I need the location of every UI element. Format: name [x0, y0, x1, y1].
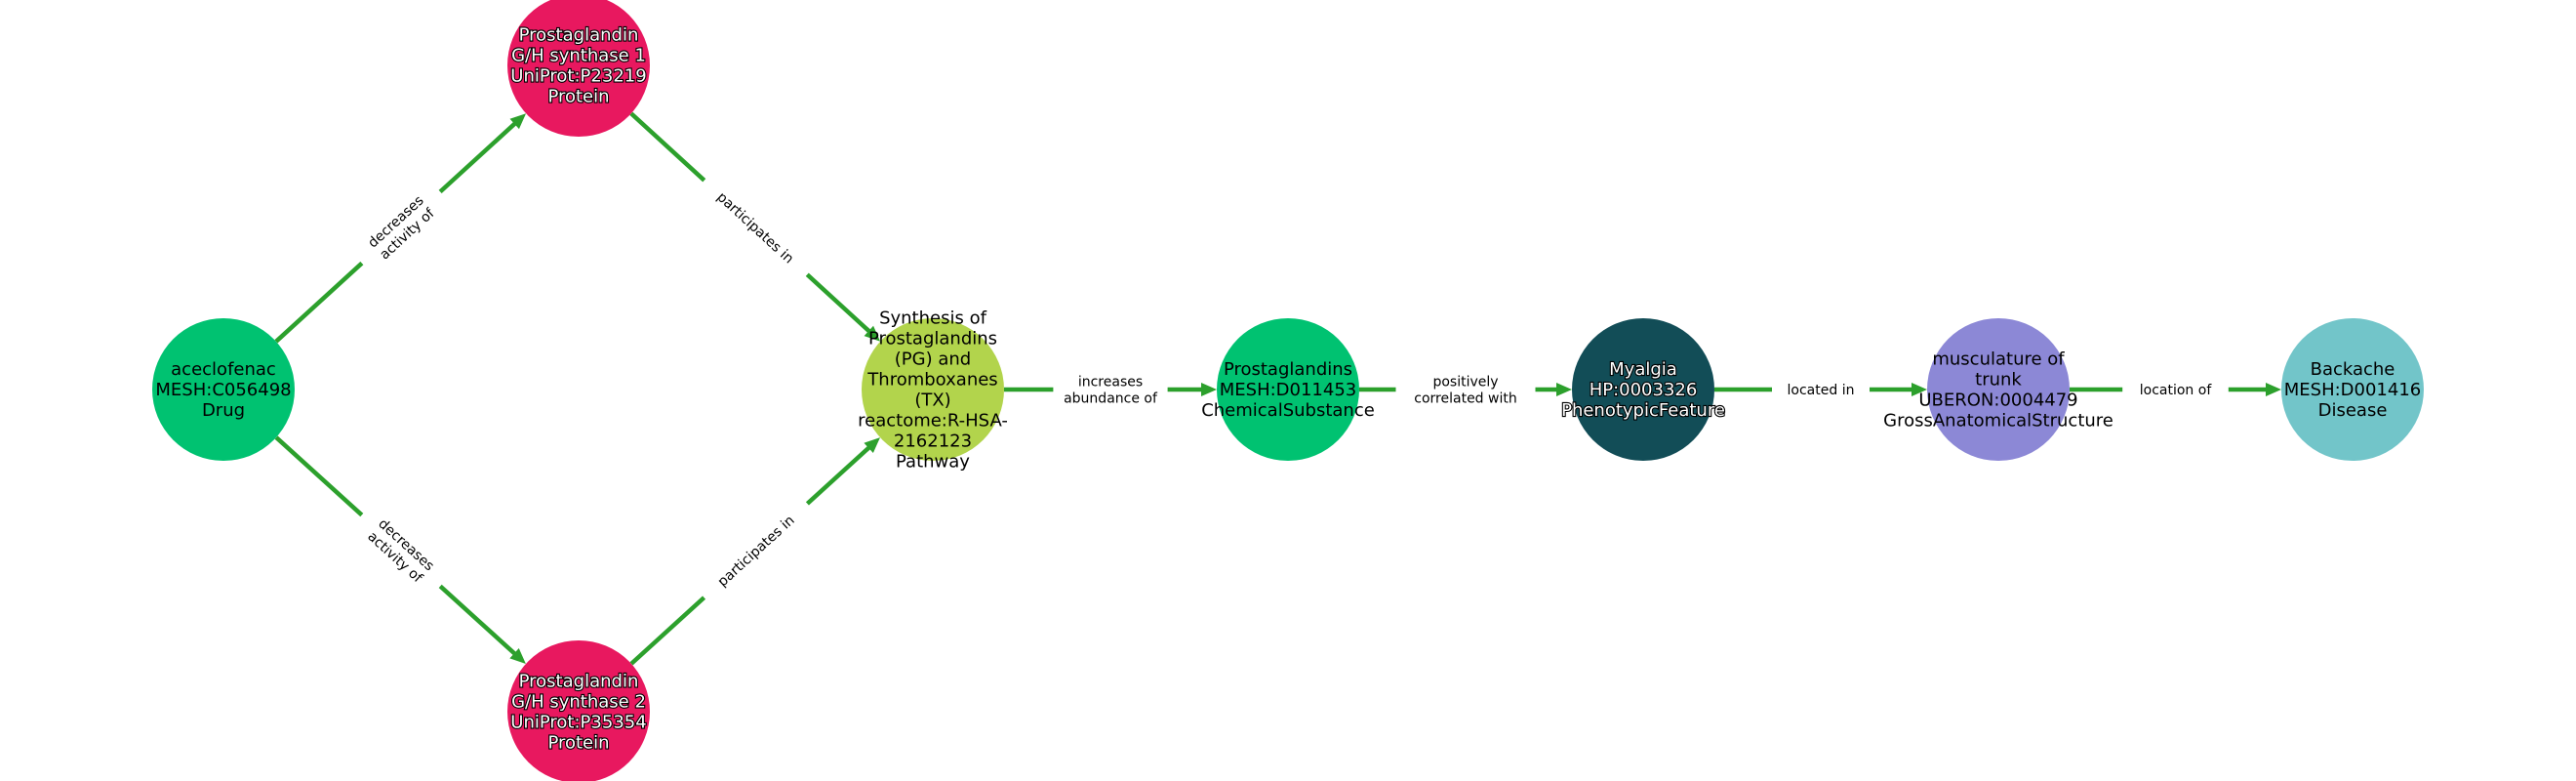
node-label-line: aceclofenac	[171, 359, 276, 380]
edge-label-background	[1772, 378, 1870, 401]
node-label-line: HP:0003326	[1590, 380, 1698, 400]
node-label-line: musculature of	[1932, 349, 2065, 370]
node-circle	[1572, 318, 1714, 461]
node-label-line: Disease	[2318, 400, 2388, 421]
edge-label-line: located in	[1788, 383, 1855, 398]
node-label-line: (TX)	[914, 390, 950, 411]
arrowhead-icon	[1912, 383, 1927, 396]
edge-label-background	[1395, 370, 1536, 409]
node-label-line: Myalgia	[1609, 359, 1677, 380]
edge-label-background	[2122, 378, 2229, 401]
node-label-line: G/H synthase 2	[511, 692, 646, 713]
edge-label-background	[696, 495, 816, 606]
node-label-line: Backache	[2311, 359, 2395, 380]
edge-label-line: increases	[1078, 375, 1143, 390]
node-label-line: MESH:C056498	[155, 380, 291, 400]
edge-label-background	[1053, 370, 1168, 409]
edge-label-line: participates in	[715, 513, 798, 590]
node-label-line: G/H synthase 1	[511, 46, 646, 66]
arrowhead-icon	[2266, 383, 2281, 396]
arrowhead-icon	[864, 325, 881, 342]
edge-label-line: correlated with	[1414, 391, 1516, 407]
arrowhead-icon	[864, 437, 880, 454]
arrowhead-icon	[1556, 383, 1572, 396]
node-label-line: Protein	[547, 87, 609, 107]
edge-label: location of	[2122, 378, 2229, 401]
edge-label-background	[348, 177, 454, 278]
nodes-layer: aceclofenacMESH:C056498DrugProstaglandin…	[152, 0, 2424, 781]
edge-label: participates in	[696, 495, 816, 606]
node-label-line: Prostaglandins	[1224, 359, 1352, 380]
node-label-line: (PG) and	[895, 349, 971, 370]
node-label-line: Prostaglandin	[519, 25, 639, 46]
node-circle	[507, 0, 650, 137]
node-label-line: Thromboxanes	[866, 370, 997, 390]
node-circle	[862, 318, 1004, 461]
node-prostaglandins: ProstaglandinsMESH:D011453ChemicalSubsta…	[1201, 318, 1375, 461]
node-circle	[507, 640, 650, 781]
node-label-line: Synthesis of	[879, 308, 987, 329]
node-label-line: PhenotypicFeature	[1561, 400, 1725, 421]
node-label-line: trunk	[1975, 370, 2022, 390]
node-label-line: MESH:D011453	[1220, 380, 1357, 400]
node-label-line: Drug	[202, 400, 245, 421]
node-label-line: Protein	[547, 733, 609, 754]
node-label-line: Pathway	[896, 452, 970, 473]
edge-label: participates in	[696, 172, 816, 283]
arrowhead-icon	[509, 113, 527, 130]
node-circle	[2281, 318, 2424, 461]
node-label-line: Prostaglandins	[868, 329, 997, 349]
edge-label-line: abundance of	[1064, 391, 1158, 407]
edge-label-line: location of	[2140, 383, 2213, 398]
edge-label-background	[696, 172, 816, 283]
node-label-line: GrossAnatomicalStructure	[1883, 411, 2113, 432]
node-label-line: UniProt:P23219	[510, 66, 646, 87]
node-label-line: UBERON:0004479	[1918, 390, 2077, 411]
node-label-line: 2162123	[894, 432, 972, 452]
node-circle	[1217, 318, 1359, 461]
edge-label-line: participates in	[713, 189, 796, 267]
node-circle	[152, 318, 295, 461]
node-label-line: ChemicalSubstance	[1201, 400, 1375, 421]
node-label-line: reactome:R-HSA-	[858, 411, 1008, 432]
edge-label-line: positively	[1432, 375, 1498, 390]
node-label-line: UniProt:P35354	[510, 713, 646, 733]
arrowhead-icon	[509, 648, 526, 664]
node-label-line: Prostaglandin	[519, 672, 639, 692]
node-label-line: MESH:D001416	[2284, 380, 2422, 400]
edge-label: located in	[1772, 378, 1870, 401]
node-musculature: musculature oftrunkUBERON:0004479GrossAn…	[1883, 318, 2113, 461]
node-circle	[1927, 318, 2070, 461]
edge-label-background	[348, 500, 454, 601]
arrowhead-icon	[1201, 383, 1217, 396]
